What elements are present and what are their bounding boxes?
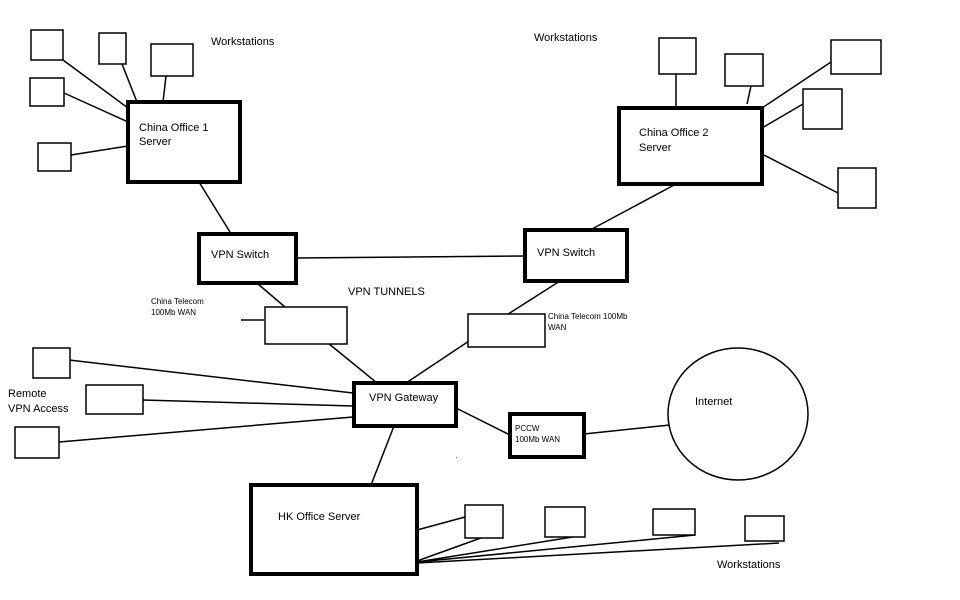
wan-right-sublabel: WAN (548, 323, 567, 332)
internet-cloud (667, 347, 809, 481)
vpn-gateway-label: VPN Gateway (369, 392, 439, 404)
link-ws1e-office1 (70, 145, 129, 156)
link-remote3-gateway (58, 416, 354, 443)
link-office2-switch2 (591, 183, 677, 230)
remote-device-box (32, 347, 71, 379)
china-office-2-server-box (617, 106, 764, 186)
workstations-label-2: Workstations (534, 32, 598, 44)
workstation-box (652, 508, 696, 536)
link-gateway-hk (370, 425, 395, 486)
link-hk-ws1 (416, 516, 466, 531)
vpn-switch-1-label: VPN Switch (211, 249, 269, 261)
link-switch2-wan-right (504, 280, 561, 317)
link-ws1c-office1 (162, 75, 167, 103)
workstation-box (830, 39, 882, 75)
china-office-1-server-box (126, 100, 242, 184)
vpn-gateway-box (352, 381, 458, 428)
link-ws1d-office1 (63, 92, 129, 123)
china-office-2-label: China Office 2 (639, 127, 709, 139)
workstation-box (744, 515, 785, 542)
china-office-1-sublabel: Server (139, 136, 172, 148)
link-switch1-switch2 (295, 255, 526, 259)
link-ws1b-office1 (121, 63, 138, 103)
wan-right-label: China Telecom 100Mb (548, 312, 628, 321)
remote-access-sublabel: VPN Access (8, 403, 69, 415)
workstation-box (30, 29, 64, 61)
link-ws2e-office2 (761, 153, 839, 194)
pccw-label: PCCW (515, 424, 540, 433)
stray-dot (456, 457, 457, 458)
workstations-label-3: Workstations (717, 559, 781, 571)
china-office-2-sublabel: Server (639, 142, 672, 154)
vpn-switch-1-box (197, 232, 298, 285)
internet-label: Internet (695, 396, 732, 408)
link-ws2b-office2 (746, 85, 752, 105)
hk-office-server-box (249, 483, 419, 576)
pccw-sublabel: 100Mb WAN (515, 435, 560, 444)
link-remote1-gateway (68, 359, 354, 394)
workstation-box (37, 142, 72, 172)
workstation-box (802, 88, 843, 130)
link-ws2d-office2 (761, 103, 804, 129)
connectors (58, 59, 839, 564)
wan-box-right (467, 313, 546, 348)
link-gateway-pccw (455, 407, 511, 436)
wan-left-label: China Telecom (151, 297, 204, 306)
link-ws2c-office2 (761, 61, 832, 109)
pccw-box (508, 412, 586, 459)
workstation-box (98, 32, 127, 65)
workstation-box (724, 53, 764, 87)
workstation-box (29, 77, 65, 107)
text-labels: Workstations Workstations Workstations C… (8, 32, 781, 571)
remote-access-label: Remote (8, 388, 47, 400)
link-hk-ws4 (416, 534, 696, 563)
workstation-box (658, 37, 697, 75)
link-switch1-wan-left (257, 283, 286, 308)
remote-device-box (14, 426, 60, 459)
vpn-switch-2-label: VPN Switch (537, 247, 595, 259)
link-hk-ws5 (416, 542, 780, 564)
link-office1-switch1 (198, 181, 231, 233)
wan-box-left (264, 306, 348, 345)
link-hk-ws3 (416, 534, 586, 563)
link-ws1a-office1 (62, 59, 129, 109)
device-boxes (14, 29, 882, 542)
vpn-tunnels-label: VPN TUNNELS (348, 286, 425, 298)
china-office-1-label: China Office 1 (139, 122, 209, 134)
core-boxes (126, 100, 764, 576)
link-wan-left-gateway (327, 342, 378, 384)
workstation-box (150, 43, 194, 77)
workstation-box (464, 504, 504, 539)
hk-office-server-label: HK Office Server (278, 511, 361, 523)
wan-left-sublabel: 100Mb WAN (151, 308, 196, 317)
workstation-box (544, 506, 586, 538)
workstation-box (837, 167, 877, 209)
remote-device-box (85, 384, 144, 415)
link-pccw-internet (583, 424, 671, 435)
link-remote2-gateway (142, 399, 354, 407)
workstations-label-1: Workstations (211, 36, 275, 48)
link-wan-right-gateway (405, 340, 470, 384)
vpn-switch-2-box (523, 228, 629, 283)
